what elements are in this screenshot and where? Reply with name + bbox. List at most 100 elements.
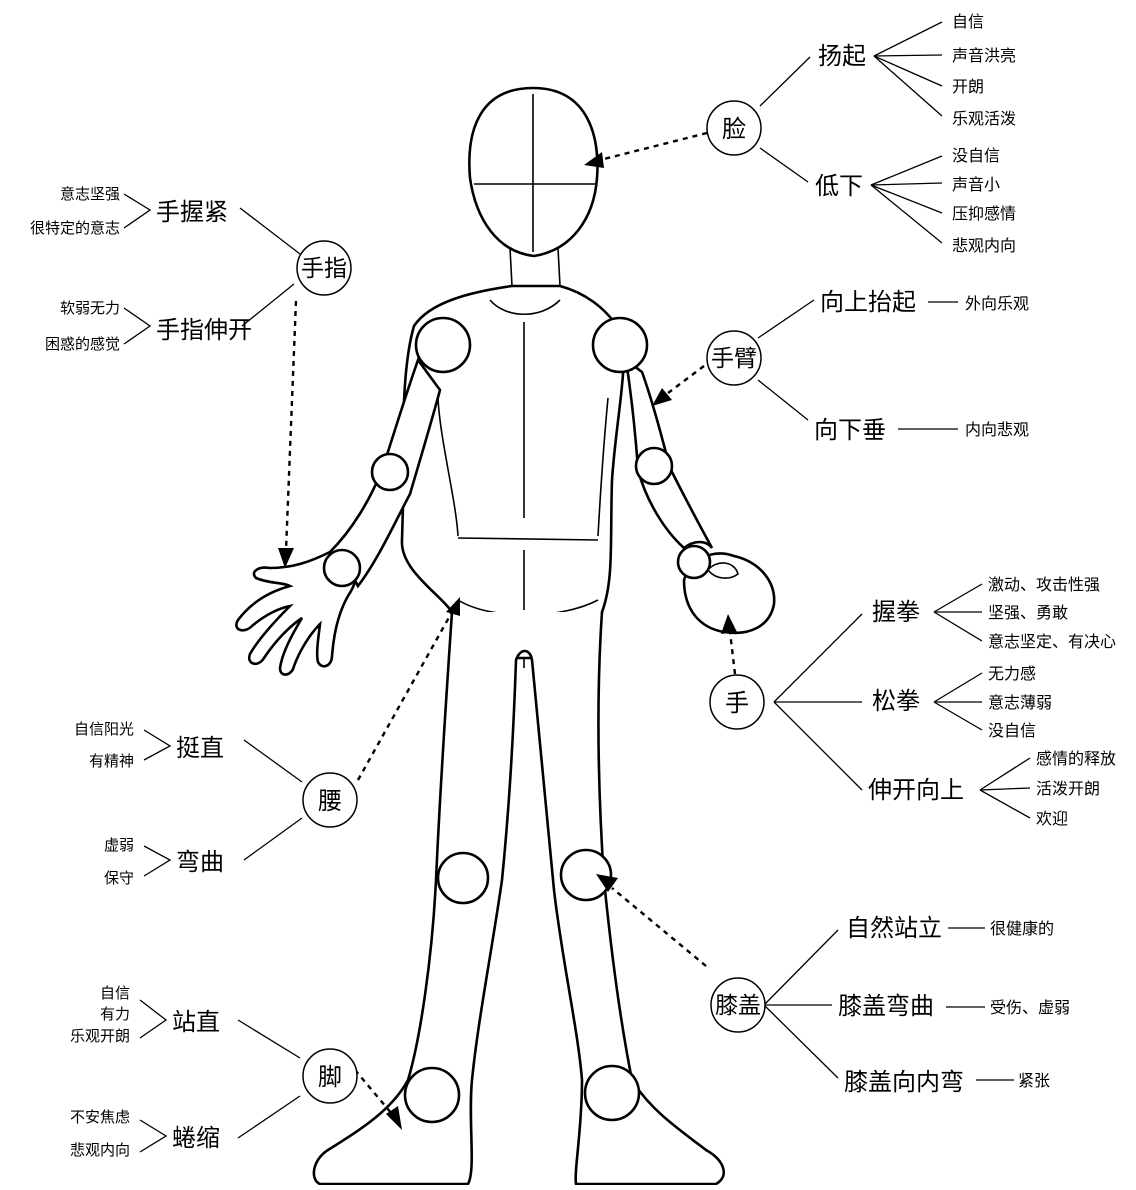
figure-neck — [509, 247, 561, 287]
pointer-arrows — [278, 131, 737, 1130]
knee-bend-label: 膝盖弯曲 — [838, 992, 934, 1020]
hand-open-item: 欢迎 — [1036, 809, 1068, 828]
hand-fist-label: 握拳 — [872, 598, 920, 626]
face-up-item: 开朗 — [952, 77, 984, 96]
finger-group: 手指 手握紧 手指伸开 意志坚强 很特定的意志 软弱无力 困惑的感觉 — [30, 185, 352, 353]
arrow-face — [599, 131, 708, 162]
face-down-label: 低下 — [815, 172, 863, 200]
hand-loose-label: 松拳 — [872, 687, 920, 715]
finger-grip-item: 很特定的意志 — [30, 219, 120, 237]
face-up-item: 声音洪亮 — [952, 46, 1016, 65]
finger-node-label: 手指 — [301, 256, 347, 282]
waist-bent-item: 保守 — [104, 869, 134, 887]
waist-group: 腰 挺直 弯曲 自信阳光 有精神 虚弱 保守 — [74, 720, 358, 887]
arrow-arm-head — [652, 388, 672, 406]
left-shoulder-joint — [414, 316, 472, 374]
connector-lines — [123, 21, 1031, 1153]
finger-spread-item: 软弱无力 — [60, 299, 120, 317]
arrow-face-head — [584, 152, 604, 168]
knee-node — [710, 977, 766, 1033]
left-elbow-joint — [370, 452, 410, 492]
foot-stand-item: 有力 — [100, 1005, 130, 1023]
right-wrist-joint — [676, 544, 712, 580]
foot-curl-item: 不安焦虑 — [70, 1108, 130, 1126]
face-up-item: 自信 — [952, 12, 984, 31]
figure-left-hand — [235, 550, 358, 676]
finger-grip-item: 意志坚强 — [60, 185, 120, 203]
foot-node-label: 脚 — [318, 1063, 342, 1091]
right-elbow-joint — [634, 446, 674, 486]
figure-right-arm — [624, 357, 714, 550]
torso-right-contour — [597, 397, 609, 537]
hand-fist-item: 激动、攻击性强 — [988, 575, 1100, 594]
knee-bend-result: 受伤、虚弱 — [990, 998, 1070, 1017]
foot-stand-item: 自信 — [100, 984, 130, 1002]
foot-stand-label: 站直 — [172, 1008, 220, 1036]
right-ankle-joint — [583, 1064, 641, 1122]
hand-node-label: 手 — [725, 689, 749, 717]
arrow-foot-head — [386, 1106, 402, 1130]
knee-stand-result: 很健康的 — [990, 919, 1054, 938]
arm-node-label: 手臂 — [711, 346, 757, 372]
finger-grip-label: 手握紧 — [156, 198, 228, 226]
knee-inward-result: 紧张 — [1018, 1071, 1050, 1090]
waist-line — [457, 537, 599, 541]
arm-down-label: 向下垂 — [814, 416, 886, 444]
right-shoulder-joint — [591, 316, 649, 374]
arrow-hand — [728, 631, 737, 675]
knee-group: 膝盖 自然站立 很健康的 膝盖弯曲 受伤、虚弱 膝盖向内弯 紧张 — [710, 914, 1070, 1096]
arm-group: 手臂 向上抬起 外向乐观 向下垂 内向悲观 — [706, 288, 1029, 444]
torso-left-contour — [437, 397, 459, 537]
foot-curl-item: 悲观内向 — [70, 1141, 130, 1159]
face-group: 脸 扬起 低下 自信 声音洪亮 开朗 乐观活泼 没自信 声音小 压抑感情 悲观内… — [706, 12, 1016, 255]
arrow-hand-head — [721, 614, 737, 634]
finger-node — [296, 240, 352, 296]
hand-node — [709, 674, 765, 730]
hand-group: 手 握拳 松拳 伸开向上 激动、攻击性强 坚强、勇敢 意志坚定、有决心 无力感 … — [709, 575, 1116, 828]
face-down-item: 声音小 — [952, 175, 1000, 194]
hand-open-item: 感情的释放 — [1036, 749, 1116, 768]
face-node — [706, 100, 762, 156]
face-up-item: 乐观活泼 — [952, 109, 1016, 128]
hand-fist-item: 坚强、勇敢 — [988, 603, 1068, 622]
hand-open-label: 伸开向上 — [868, 776, 964, 804]
waist-bent-label: 弯曲 — [176, 848, 224, 876]
left-wrist-joint — [322, 548, 362, 588]
arrow-knee-head — [596, 874, 618, 892]
hand-fist-item: 意志坚定、有决心 — [988, 632, 1116, 651]
foot-curl-label: 蜷缩 — [172, 1124, 220, 1152]
waist-straight-label: 挺直 — [176, 734, 224, 762]
knee-inward-label: 膝盖向内弯 — [844, 1068, 964, 1096]
left-knee-joint — [436, 851, 490, 905]
face-up-label: 扬起 — [818, 42, 866, 70]
left-ankle-joint — [403, 1066, 461, 1124]
hand-loose-item: 没自信 — [988, 721, 1036, 740]
hand-loose-item: 意志薄弱 — [988, 693, 1052, 712]
arm-up-result: 外向乐观 — [965, 294, 1029, 313]
collar-line — [489, 299, 561, 316]
waist-node-label: 腰 — [318, 787, 342, 815]
arm-up-label: 向上抬起 — [820, 288, 916, 316]
face-down-item: 压抑感情 — [952, 204, 1016, 223]
arrow-waist-head — [446, 597, 460, 616]
arrow-waist — [356, 611, 454, 781]
waist-node — [302, 772, 358, 828]
fist-thumb — [706, 562, 739, 579]
arrow-finger — [284, 300, 298, 551]
arrow-knee — [611, 887, 707, 967]
waist-bent-item: 虚弱 — [104, 836, 134, 854]
figure-legs — [312, 611, 726, 1186]
arrow-finger-head — [278, 548, 294, 568]
arm-down-result: 内向悲观 — [965, 420, 1029, 439]
foot-stand-item: 乐观开朗 — [70, 1027, 130, 1045]
finger-spread-label: 手指伸开 — [156, 316, 252, 344]
waist-straight-item: 自信阳光 — [74, 720, 134, 738]
waist-straight-item: 有精神 — [89, 752, 134, 770]
hand-open-item: 活泼开朗 — [1036, 779, 1100, 798]
human-figure — [235, 86, 776, 1186]
face-node-label: 脸 — [722, 115, 746, 143]
knee-node-label: 膝盖 — [715, 993, 761, 1019]
arrow-arm — [663, 365, 705, 397]
